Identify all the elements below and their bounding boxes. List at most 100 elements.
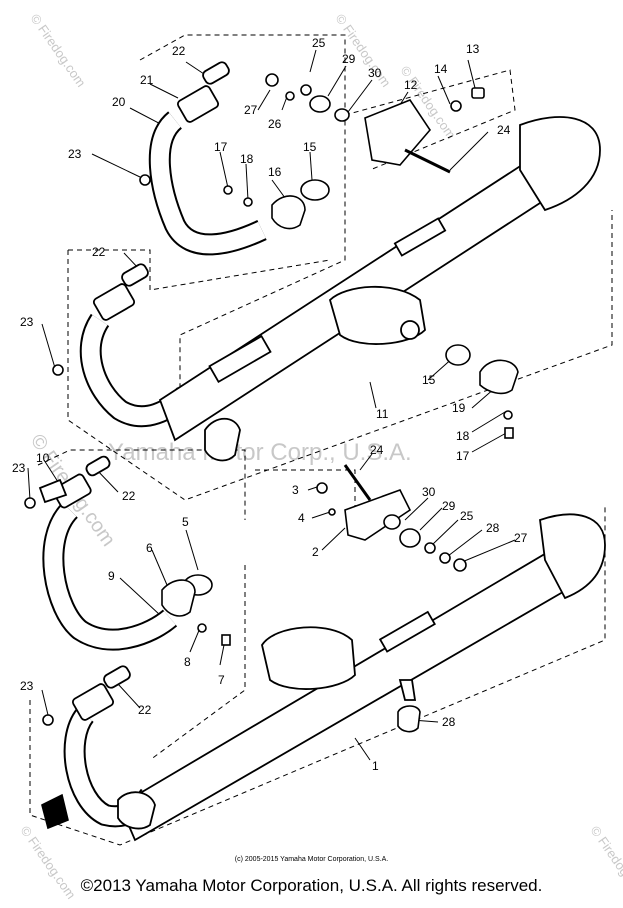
label-27-b: 27 (514, 531, 528, 545)
part-4-washer (328, 508, 336, 516)
lower-mount-bracket (378, 610, 436, 653)
label-17-b: 17 (456, 449, 470, 463)
upper-inlet-pipe (204, 417, 241, 462)
part-15-gasket (300, 179, 330, 201)
lower-assembly-boundary (29, 505, 606, 846)
front-arrow-marker (41, 793, 69, 830)
upper-assembly-boundary (67, 210, 613, 501)
copyright-footer: ©2013 Yamaha Motor Corporation, U.S.A. A… (80, 876, 543, 895)
part-17-bolt-b (504, 427, 514, 439)
part-28-damper (439, 552, 451, 564)
label-25-b: 25 (460, 509, 474, 523)
label-13: 13 (466, 42, 480, 56)
part-3-bolt (316, 482, 328, 494)
rear-header-flange (92, 283, 136, 321)
part-6-clamp (161, 579, 196, 617)
part-23-nut-lower (24, 497, 36, 509)
label-27: 27 (244, 103, 258, 117)
label-24: 24 (497, 123, 511, 137)
leader-lines (27, 49, 516, 761)
label-22: 22 (172, 44, 186, 58)
label-2: 2 (312, 545, 319, 559)
label-15-b: 15 (422, 373, 436, 387)
small-credit-line: (c) 2005-2015 Yamaha Motor Corporation, … (234, 856, 389, 863)
part-26-washer (285, 91, 295, 101)
lower-left-group-boundary (37, 449, 246, 520)
label-4: 4 (298, 511, 305, 525)
part-29-collar (309, 95, 331, 113)
part-10-holder (38, 478, 68, 504)
label-24-b: 24 (370, 443, 384, 457)
upper-mount-bracket (393, 217, 447, 257)
label-30: 30 (368, 66, 382, 80)
part-14-washer (450, 100, 462, 112)
lower-muffler-assembly (117, 513, 606, 842)
part-23-nut-rear (52, 364, 64, 376)
label-12: 12 (404, 78, 418, 92)
watermark-corner-top-left: © Firedog.com (28, 11, 89, 90)
label-7: 7 (218, 673, 225, 687)
label-22-c: 22 (122, 489, 136, 503)
label-15: 15 (303, 140, 317, 154)
upper-collector-outlet (400, 320, 420, 340)
lower-collector-box (261, 626, 356, 690)
label-22-d: 22 (138, 703, 152, 717)
group-boundaries (29, 34, 613, 846)
part-29-collar-b (399, 528, 421, 548)
header-flange (176, 85, 220, 123)
label-28: 28 (486, 521, 500, 535)
part-7-bolt (221, 634, 231, 646)
label-23: 23 (68, 147, 82, 161)
lower-muffler-end (539, 513, 606, 600)
label-26: 26 (268, 117, 282, 131)
label-3: 3 (292, 483, 299, 497)
part-13-bolt (471, 87, 485, 99)
upper-front-header-pipe (148, 61, 267, 256)
part-23-nut-lower-rear (42, 714, 54, 726)
label-29: 29 (342, 52, 356, 66)
label-8: 8 (184, 655, 191, 669)
part-30-collar-b (383, 514, 401, 530)
label-19: 19 (452, 401, 466, 415)
label-29-b: 29 (442, 499, 456, 513)
header-gasket (202, 61, 230, 85)
label-1: 1 (372, 759, 379, 773)
part-25-washer-b (424, 542, 436, 554)
lower-inlet-pipe (117, 791, 156, 830)
label-28-b: 28 (442, 715, 456, 729)
lower-support (398, 679, 417, 701)
upper-header-boundary (68, 249, 331, 291)
label-23-b: 23 (20, 315, 34, 329)
watermark-center: Yamaha Motor Corp., U.S.A. (108, 439, 412, 466)
part-18-washer (243, 197, 253, 207)
upper-muffler-band (208, 334, 272, 384)
label-9: 9 (108, 569, 115, 583)
label-22-b: 22 (92, 245, 106, 259)
part-17-bolt (223, 185, 233, 195)
part-30-collar (334, 108, 350, 122)
lower-bracket-boundary (255, 469, 356, 510)
label-18: 18 (240, 152, 254, 166)
part-23-nut-upper (139, 174, 151, 186)
part-27-nut-b (453, 558, 467, 572)
watermark-corner-top-mid: © Firedog.com (333, 11, 394, 90)
part-24-bolt (404, 148, 451, 174)
label-23-c: 23 (12, 461, 26, 475)
part-8-nut (197, 623, 207, 633)
label-30-b: 30 (422, 485, 436, 499)
label-10: 10 (36, 451, 50, 465)
label-11: 11 (376, 407, 389, 421)
label-25: 25 (312, 36, 326, 50)
label-18-b: 18 (456, 429, 470, 443)
callout-labels: 22 21 20 23 25 29 30 12 13 14 24 27 26 1… (12, 36, 528, 773)
label-14: 14 (434, 62, 448, 76)
label-5: 5 (182, 515, 189, 529)
upper-muffler-end (519, 116, 601, 212)
part-12-bracket (364, 99, 432, 166)
part-16-clamp (271, 195, 306, 230)
upper-small-parts (52, 73, 519, 439)
lower-header-gasket (85, 455, 111, 477)
part-25-washer (300, 84, 312, 96)
label-21: 21 (140, 73, 154, 87)
